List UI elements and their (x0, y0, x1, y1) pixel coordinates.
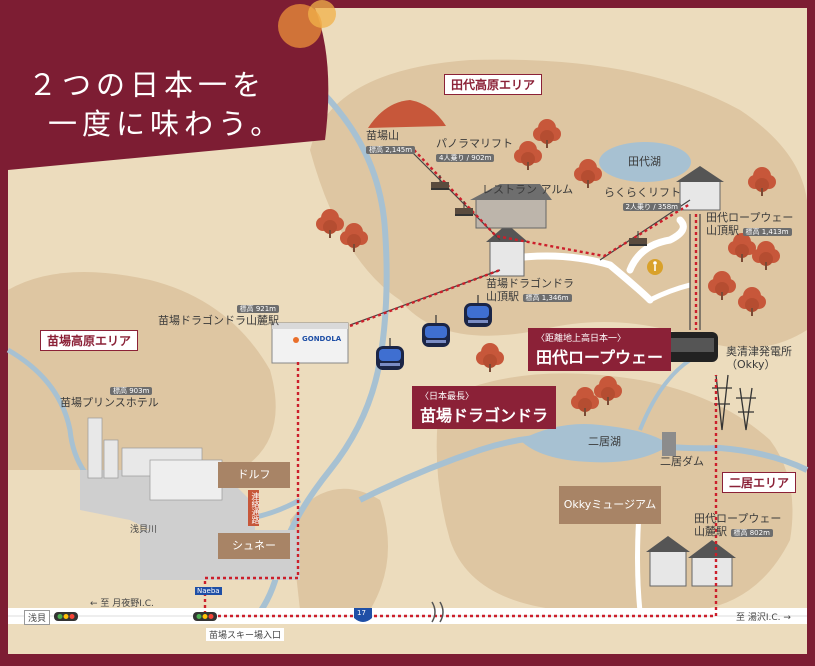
rakuraku-lift-spec: 2人乗り / 358m (622, 202, 681, 211)
tashiro-rw-top-name-2: 山頂駅 (706, 223, 739, 237)
naeba-sign: Naeba (195, 587, 222, 595)
tashiro-rw-base-name: 田代ロープウェー (694, 512, 782, 525)
okky-museum-box: Okkyミュージアム (563, 498, 657, 511)
gondola-base-elev: 標高 921m (236, 305, 279, 313)
gondola-top-name-2: 山頂駅 (486, 289, 519, 303)
label-prince-hotel: 標高 903m 苗場プリンスホテル (60, 384, 159, 409)
prince-hotel-name: 苗場プリンスホテル (60, 395, 159, 409)
tashiro-rw-top-elev: 標高 1,413m (742, 227, 792, 236)
route-17-number: 17 (357, 609, 366, 617)
road-ski-entrance: 苗場スキー場入口 (206, 628, 285, 641)
callout-tashiro-ropeway: 〈距離地上高日本一〉 田代ロープウェー (528, 328, 672, 371)
label-rakuraku-lift: らくらくリフト 2人乗り / 358m (604, 186, 681, 212)
label-tashiro-rw-top: 田代ロープウェー 山頂駅 標高 1,413m (706, 211, 794, 237)
label-tashiro-ko: 田代湖 (628, 155, 661, 168)
road-to-yuzawa: 至 湯沢I.C. → (736, 613, 791, 623)
headline: ２つの日本一を 一度に味わう。 (28, 66, 284, 144)
callout-naeba-gondola: 〈日本最長〉 苗場ドラゴンドラ (412, 386, 557, 429)
area-tag-tashiro-kogen: 田代高原エリア (444, 74, 543, 95)
naeba-san-elev: 標高 2,145m (366, 145, 416, 154)
naeba-san-name: 苗場山 (366, 129, 399, 142)
gondola-top-name: 苗場ドラゴンドラ (486, 277, 574, 290)
renraku-label: 連絡通路 (248, 490, 260, 526)
label-restaurant: レストラン アルム (482, 183, 574, 196)
okutsu-name: 奥清津発電所 (726, 345, 792, 358)
label-panorama-lift: パノラマリフト 4人乗り / 902m (436, 137, 513, 163)
road-to-tsukiyono: ← 至 月夜野I.C. (90, 599, 154, 609)
label-gondola-top: 苗場ドラゴンドラ 山頂駅 標高 1,346m (486, 277, 574, 303)
okutsu-name-2: （Okky） (726, 357, 776, 371)
rakuraku-lift-name: らくらくリフト (604, 186, 681, 199)
label-futai-dam: 二居ダム (660, 455, 704, 468)
label-naeba-san: 苗場山 標高 2,145m (366, 129, 416, 155)
panorama-lift-spec: 4人乗り / 902m (436, 153, 495, 162)
tashiro-rw-base-elev: 標高 802m (730, 528, 773, 537)
callout-rw-small: 〈距離地上高日本一〉 (536, 334, 627, 344)
area-tag-futai: 二居エリア (722, 472, 797, 493)
callout-rw-big: 田代ロープウェー (536, 348, 664, 367)
callout-gondola-small: 〈日本最長〉 (420, 392, 475, 402)
headline-line-2: 一度に味わう。 (48, 106, 285, 141)
tashiro-rw-base-name-2: 山麓駅 (694, 524, 727, 538)
label-futai-ko: 二居湖 (588, 435, 621, 448)
callout-gondola-big: 苗場ドラゴンドラ (420, 406, 549, 425)
area-tag-naeba-kogen: 苗場高原エリア (40, 330, 139, 351)
gondola-station-sign: GONDOLA (302, 335, 342, 343)
prince-hotel-elev: 標高 903m (110, 387, 153, 395)
asakai-river-label: 浅貝川 (130, 525, 158, 535)
shune-box: シュネー (218, 533, 290, 559)
tashiro-rw-top-name: 田代ロープウェー (706, 211, 794, 224)
road-asakai: 浅貝 (24, 610, 51, 625)
panorama-lift-name: パノラマリフト (436, 137, 513, 150)
gondola-top-elev: 標高 1,346m (522, 293, 572, 302)
gondola-base-name: 苗場ドラゴンドラ山麓駅 (158, 313, 279, 327)
label-gondola-base: 標高 921m 苗場ドラゴンドラ山麓駅 (158, 302, 279, 327)
headline-line-1: ２つの日本一を (28, 68, 267, 102)
label-okutsu: 奥清津発電所 （Okky） (726, 345, 792, 371)
label-tashiro-rw-base: 田代ロープウェー 山麓駅 標高 802m (694, 512, 782, 538)
dolf-box: ドルフ (218, 462, 290, 488)
